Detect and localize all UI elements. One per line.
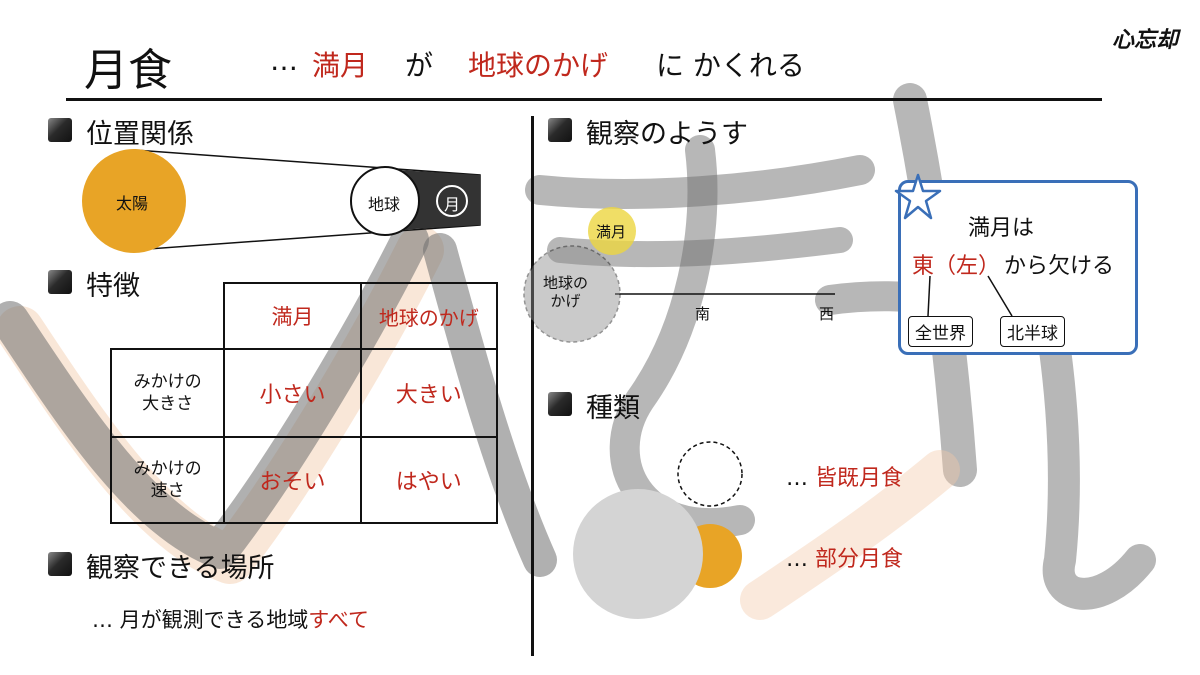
title-ga: が [405, 49, 434, 82]
moon-circle [436, 185, 468, 217]
bullet-square-icon [548, 392, 572, 416]
bullet-square-icon [548, 118, 572, 142]
moon-label: 月 [444, 195, 461, 214]
observe-heading: 観察のようす [586, 119, 748, 150]
table-cell-large: 大きい [359, 348, 499, 438]
type-partial: … 部分月食 [786, 547, 904, 572]
star-icon [894, 173, 942, 220]
type-partial-label: 部分月食 [815, 547, 904, 572]
eclipse-types-diagram [573, 441, 743, 619]
type-total: … 皆既月食 [786, 466, 904, 491]
direction-west: 西 [819, 305, 835, 323]
bullet-square-icon [48, 270, 72, 294]
tag-whole-world: 全世界 [908, 316, 973, 347]
table-header-earth-shadow: 地球のかげ [359, 282, 499, 350]
title-ellipsis: … [270, 44, 298, 77]
table-row-label-speed: みかけの速さ [109, 436, 226, 524]
where-heading: 観察できる場所 [86, 553, 275, 584]
features-table: 満月 地球のかげ みかけの大きさ 小さい 大きい みかけの速さ おそい はやい [109, 282, 499, 524]
table-cell-small: 小さい [223, 348, 362, 438]
page-title: 月食 [84, 45, 172, 96]
type-total-label: 皆既月食 [815, 466, 904, 491]
header-rule [66, 98, 1102, 101]
table-cell-slow: おそい [223, 436, 362, 524]
info-box-rest: から欠ける [1004, 254, 1115, 279]
tag-northern-hemisphere: 北半球 [1000, 316, 1065, 347]
column-divider [531, 116, 534, 656]
where-text: … 月が観測できる地域すべて [92, 604, 369, 634]
where-text-accent: すべて [308, 608, 369, 632]
table-row-label-size: みかけの大きさ [109, 348, 226, 438]
sun-label: 太陽 [116, 194, 149, 213]
observe-shadow-label: 地球のかげ [543, 274, 589, 310]
observe-moon-label: 満月 [596, 223, 627, 241]
title-hide: に かくれる [656, 49, 805, 82]
bullet-square-icon [48, 118, 72, 142]
bullet-square-icon [48, 552, 72, 576]
info-box-line1: 満月は [968, 216, 1035, 241]
direction-south: 南 [695, 305, 711, 323]
logo: 心忘却 [1112, 27, 1179, 53]
types-heading: 種類 [586, 393, 640, 424]
earth-shadow-large [573, 489, 703, 619]
earth-label: 地球 [368, 195, 401, 214]
title-earth-shadow: 地球のかげ [468, 49, 609, 82]
where-text-prefix: … 月が観測できる地域 [92, 608, 309, 632]
table-cell-fast: はやい [359, 436, 499, 524]
callout-lines [927, 275, 1013, 317]
title-full-moon: 満月 [312, 49, 369, 82]
total-moon-outline [677, 441, 743, 507]
position-heading: 位置関係 [86, 119, 194, 150]
table-header-full-moon: 満月 [223, 282, 362, 350]
position-diagram [82, 149, 481, 253]
